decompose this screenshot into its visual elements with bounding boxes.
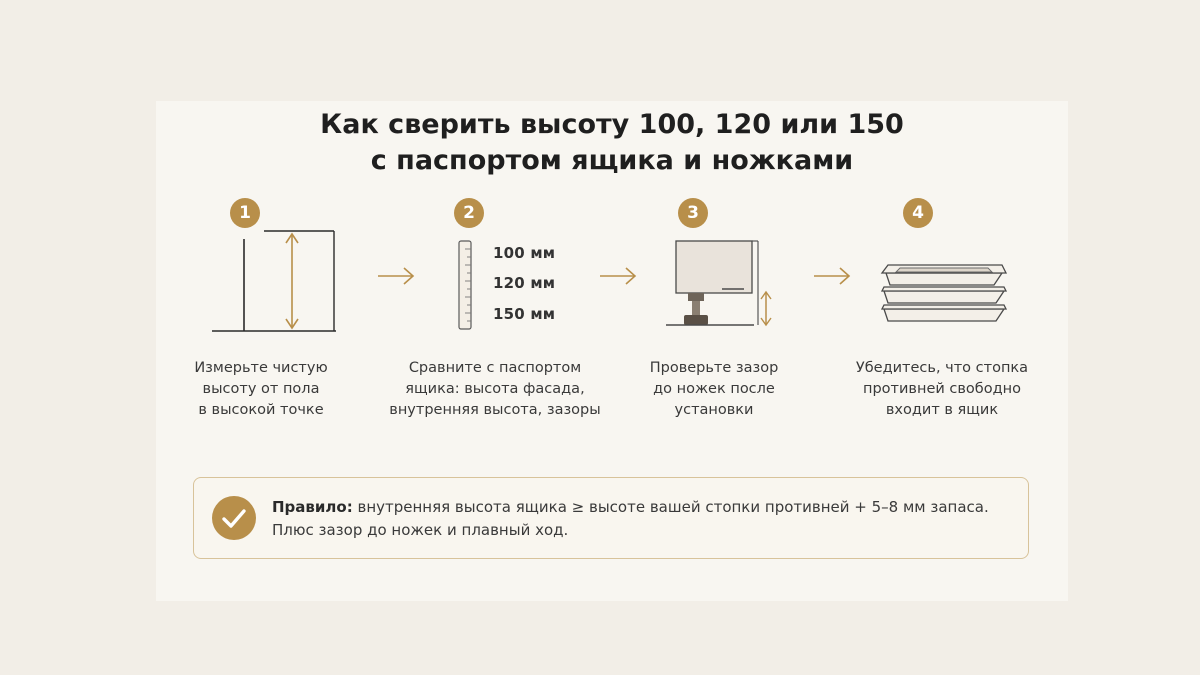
arrow-right-icon <box>600 267 637 285</box>
height-100: 100 мм <box>493 244 556 262</box>
step-3-badge: 3 <box>678 198 708 228</box>
arrow-right-icon <box>378 267 415 285</box>
step-3-leg-gap-illustration <box>666 240 772 327</box>
step-2-badge: 2 <box>454 198 484 228</box>
step-4-label: Убедитесь, что стопка противней свободно… <box>855 360 1029 418</box>
step-1-label: Измерьте чистую высоту от пола в высокой… <box>194 360 328 418</box>
step-1-badge: 1 <box>230 198 260 228</box>
rule-label: Правило: <box>272 498 353 516</box>
step-4-tray-stack-illustration <box>880 264 1008 322</box>
arrow-right-icon <box>814 267 851 285</box>
step-3-label: Проверьте зазор до ножек после установки <box>649 360 779 418</box>
rule-text-1: внутренняя высота ящика ≥ высоте вашей с… <box>352 498 989 516</box>
height-150: 150 мм <box>493 305 556 323</box>
title-line-1: Как сверить высоту 100, 120 или 150 <box>320 109 904 140</box>
step-2-label: Сравните с паспортом ящика: высота фасад… <box>389 360 601 418</box>
check-icon <box>212 496 256 540</box>
rule-text-2: Плюс зазор до ножек и плавный ход. <box>272 521 569 539</box>
step-2-ruler-icon <box>458 240 472 330</box>
rule-text: Правило: внутренняя высота ящика ≥ высот… <box>272 496 1022 542</box>
rule-box: Правило: внутренняя высота ящика ≥ высот… <box>193 477 1029 559</box>
step-1-measure-illustration <box>212 230 336 332</box>
height-120: 120 мм <box>493 274 556 292</box>
title-line-2: с паспортом ящика и ножками <box>370 145 854 176</box>
step-4-badge: 4 <box>903 198 933 228</box>
infographic-card: Как сверить высоту 100, 120 или 150 с па… <box>156 101 1068 601</box>
page-title: Как сверить высоту 100, 120 или 150 с па… <box>156 107 1068 179</box>
